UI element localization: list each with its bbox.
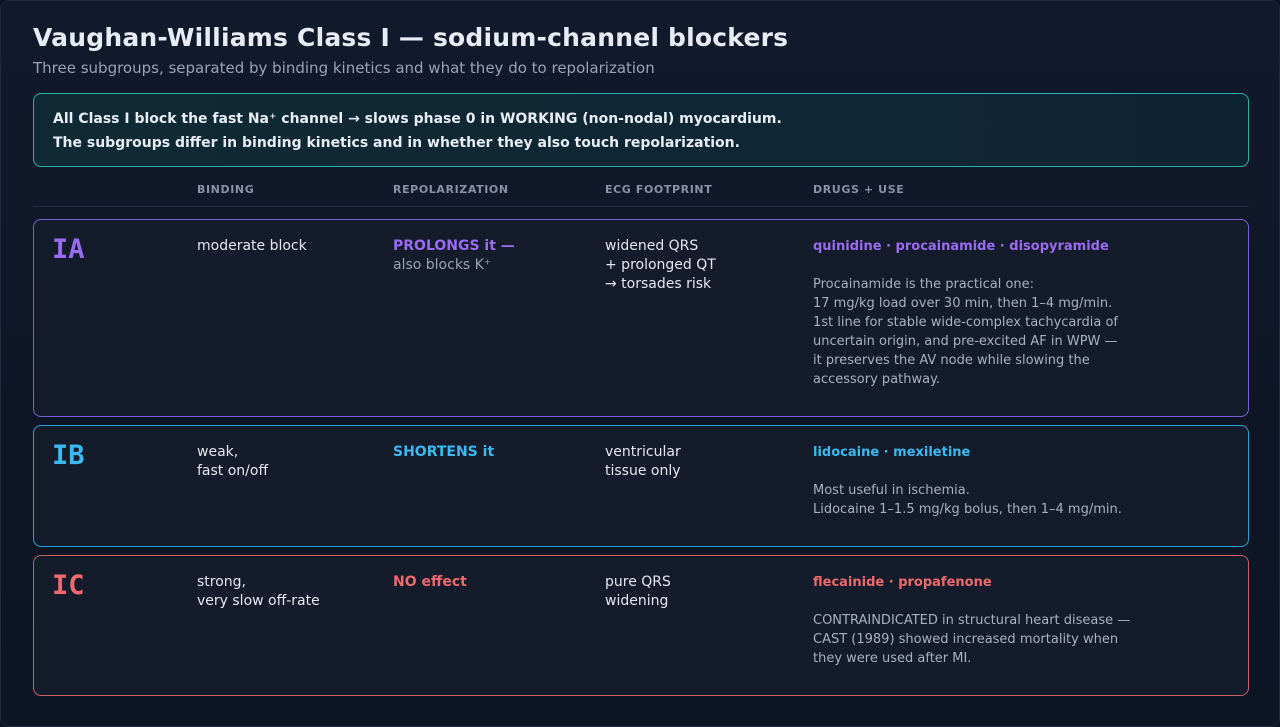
repolarization-effect: PROLONGS it — (393, 238, 515, 254)
drugs-cell: flecainide · propafenone CONTRAINDICATED… (813, 573, 1233, 668)
class-label: IA (52, 234, 85, 265)
note-line: Procainamide is the practical one: (813, 277, 1035, 292)
repolarization-cell: NO effect (393, 573, 467, 592)
ecg-cell: widened QRS + prolonged QT → torsades ri… (605, 237, 716, 294)
note-line: CONTRAINDICATED in structural heart dise… (813, 613, 1131, 628)
note-line: 1st line for stable wide-complex tachyca… (813, 315, 1118, 330)
ecg-line: tissue only (605, 463, 681, 479)
ecg-line: pure QRS (605, 574, 671, 590)
banner-line-2: The subgroups differ in binding kinetics… (53, 135, 740, 151)
class-row-ia: IA moderate block PROLONGS it — also blo… (33, 219, 1249, 417)
drug-note: Procainamide is the practical one: 17 mg… (813, 275, 1233, 389)
note-line: Most useful in ischemia. (813, 483, 970, 498)
note-line: they were used after MI. (813, 651, 972, 666)
ecg-line: ventricular (605, 444, 681, 460)
note-line: uncertain origin, and pre-excited AF in … (813, 334, 1118, 349)
column-ecg-footprint: ECG FOOTPRINT (605, 183, 713, 196)
note-line: 17 mg/kg load over 30 min, then 1–4 mg/m… (813, 296, 1113, 311)
binding-line: moderate block (197, 238, 307, 254)
note-line: it preserves the AV node while slowing t… (813, 353, 1090, 368)
summary-banner: All Class I block the fast Na⁺ channel →… (33, 93, 1249, 167)
repolarization-cell: SHORTENS it (393, 443, 494, 462)
drug-note: CONTRAINDICATED in structural heart dise… (813, 611, 1233, 668)
page-title: Vaughan-Williams Class I — sodium-channe… (33, 23, 789, 52)
repolarization-effect: NO effect (393, 574, 467, 590)
ecg-cell: ventricular tissue only (605, 443, 681, 481)
note-line: Lidocaine 1–1.5 mg/kg bolus, then 1–4 mg… (813, 502, 1122, 517)
ecg-cell: pure QRS widening (605, 573, 671, 611)
binding-line: fast on/off (197, 463, 269, 479)
binding-cell: moderate block (197, 237, 307, 256)
binding-line: weak, (197, 444, 239, 460)
note-line: accessory pathway. (813, 372, 941, 387)
note-line: CAST (1989) showed increased mortality w… (813, 632, 1119, 647)
repolarization-detail: also blocks K⁺ (393, 257, 492, 273)
class-label: IB (52, 440, 85, 471)
drugs-cell: quinidine · procainamide · disopyramide … (813, 237, 1233, 389)
class-row-ib: IB weak, fast on/off SHORTENS it ventric… (33, 425, 1249, 547)
ecg-line: → torsades risk (605, 276, 712, 292)
repolarization-effect: SHORTENS it (393, 444, 495, 460)
binding-line: very slow off-rate (197, 593, 320, 609)
drug-names: lidocaine · mexiletine (813, 445, 971, 460)
binding-cell: strong, very slow off-rate (197, 573, 320, 611)
column-binding: BINDING (197, 183, 255, 196)
repolarization-cell: PROLONGS it — also blocks K⁺ (393, 237, 515, 275)
ecg-line: widened QRS (605, 238, 699, 254)
drug-names: quinidine · procainamide · disopyramide (813, 239, 1109, 254)
column-repolarization: REPOLARIZATION (393, 183, 509, 196)
drug-note: Most useful in ischemia. Lidocaine 1–1.5… (813, 481, 1233, 519)
ecg-line: widening (605, 593, 669, 609)
drugs-cell: lidocaine · mexiletine Most useful in is… (813, 443, 1233, 519)
drug-names: flecainide · propafenone (813, 575, 992, 590)
banner-line-1: All Class I block the fast Na⁺ channel →… (53, 111, 782, 127)
class-label: IC (52, 570, 85, 601)
ecg-line: + prolonged QT (605, 257, 716, 273)
binding-cell: weak, fast on/off (197, 443, 268, 481)
column-header: BINDING REPOLARIZATION ECG FOOTPRINT DRU… (33, 183, 1249, 207)
page-subtitle: Three subgroups, separated by binding ki… (33, 59, 655, 77)
binding-line: strong, (197, 574, 247, 590)
column-drugs-use: DRUGS + USE (813, 183, 905, 196)
class-row-ic: IC strong, very slow off-rate NO effect … (33, 555, 1249, 696)
